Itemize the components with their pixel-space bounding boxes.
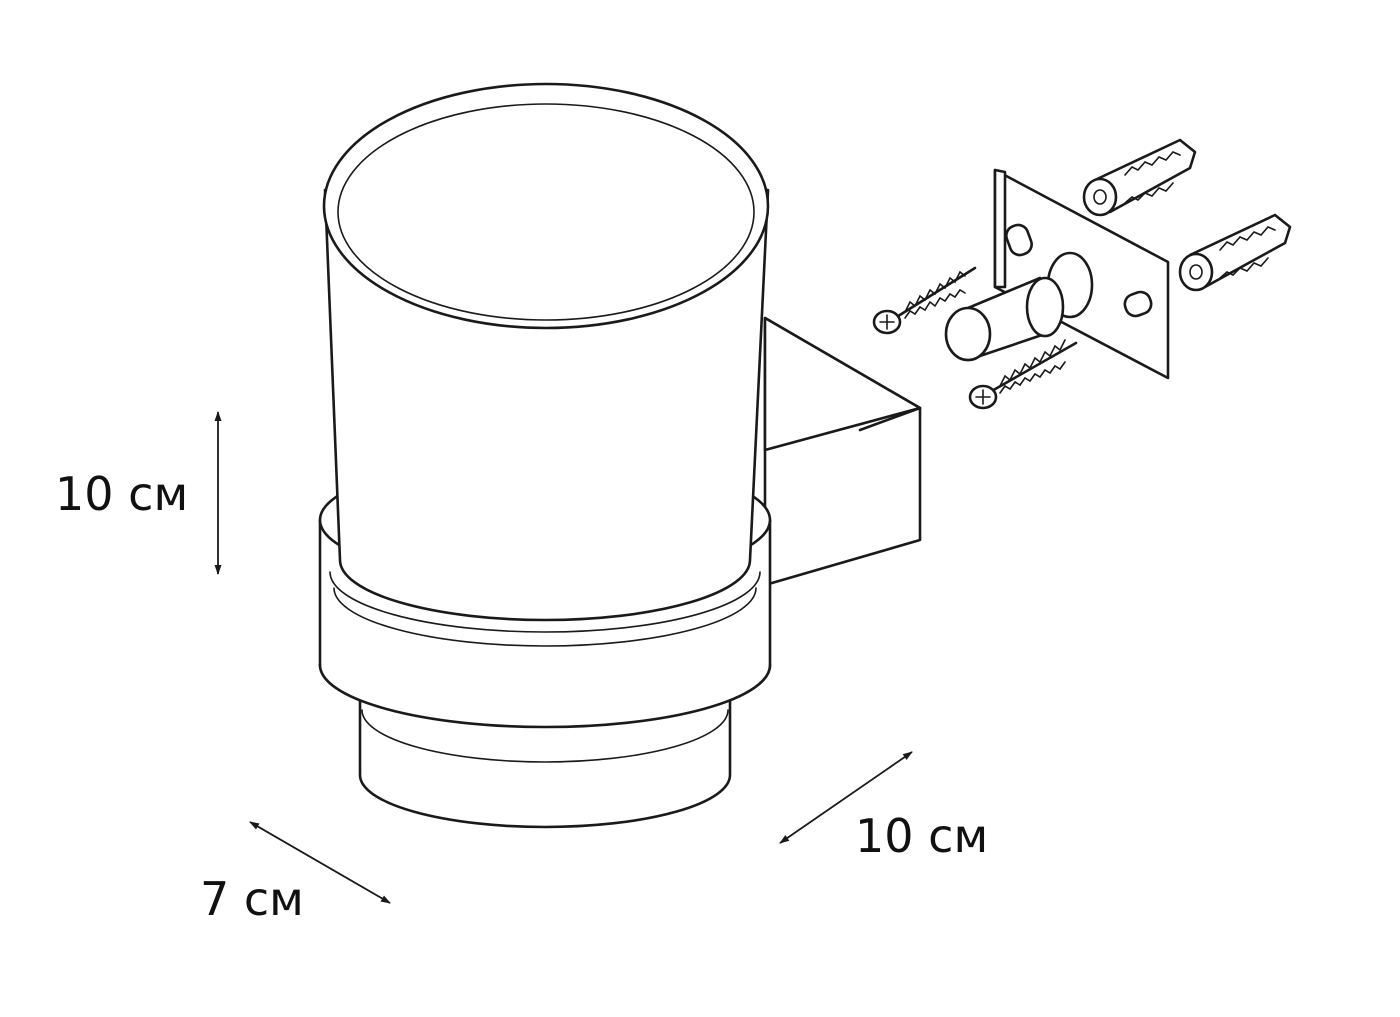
dimension-depth: 10 см xyxy=(779,751,988,863)
mounting-pin xyxy=(944,276,1065,362)
wall-plug-upper xyxy=(1082,138,1197,217)
mounting-hole-left xyxy=(1005,223,1033,257)
wall-bracket-arm xyxy=(763,316,922,587)
wall-plug-lower xyxy=(1178,213,1292,292)
mounting-hole-right xyxy=(1123,290,1153,318)
mounting-plate xyxy=(993,168,1170,380)
dimension-width-arrow xyxy=(249,821,391,904)
glass-cup xyxy=(322,82,770,622)
screw-upper xyxy=(872,266,977,335)
dimension-depth-arrow xyxy=(779,751,913,844)
dimension-width-label: 7 см xyxy=(200,872,304,926)
dimension-height-label: 10 см xyxy=(55,467,188,521)
dimension-width: 7 см xyxy=(200,821,391,926)
cup-bottom xyxy=(318,663,772,829)
dimension-depth-label: 10 см xyxy=(855,809,988,863)
screw-lower xyxy=(968,339,1078,410)
dimension-height: 10 см xyxy=(55,411,222,575)
